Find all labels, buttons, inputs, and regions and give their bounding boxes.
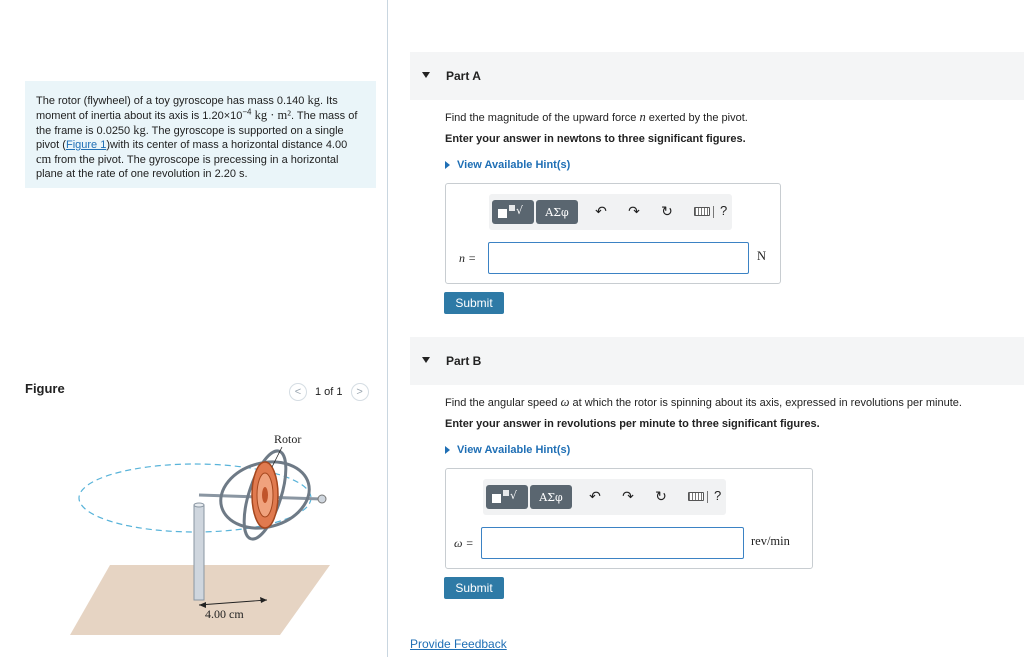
part-a-instruction: Enter your answer in newtons to three si… xyxy=(445,133,746,145)
unit-kg: kg xyxy=(133,123,146,137)
figure-title: Figure xyxy=(25,381,65,396)
prompt-text: Find the angular speed xyxy=(445,397,561,409)
omega-equals-label: ω = xyxy=(454,536,474,550)
variable-n: n xyxy=(639,110,646,124)
hint-label: View Available Hint(s) xyxy=(457,444,571,456)
part-a-prompt: Find the magnitude of the upward force n… xyxy=(445,110,748,125)
rotor-label: Rotor xyxy=(274,432,301,446)
prompt-text: exerted by the pivot. xyxy=(645,112,748,124)
unit-kg: kg xyxy=(307,93,320,107)
divider xyxy=(707,491,708,503)
provide-feedback-link[interactable]: Provide Feedback xyxy=(410,637,507,651)
problem-text: . The gyroscope is supported on a single… xyxy=(36,125,344,151)
redo-icon[interactable]: ↷ xyxy=(628,204,640,220)
distance-arrow xyxy=(198,599,268,606)
reset-icon[interactable]: ↻ xyxy=(661,204,673,220)
figure-pager: < 1 of 1 > xyxy=(289,383,369,401)
problem-text: . Its moment of inertia about its axis i… xyxy=(36,95,338,122)
unit-rev-per-min: rev/min xyxy=(751,534,790,548)
help-button[interactable]: ? xyxy=(714,488,722,503)
radical-icon: √ xyxy=(516,204,524,217)
problem-pane: The rotor (flywheel) of a toy gyroscope … xyxy=(0,0,388,657)
problem-statement: The rotor (flywheel) of a toy gyroscope … xyxy=(25,81,376,188)
templates-button[interactable]: √ xyxy=(486,485,528,509)
undo-icon[interactable]: ↶ xyxy=(595,204,607,220)
greek-symbols-button[interactable]: ΑΣφ xyxy=(536,200,578,224)
problem-text: . The mass of the frame is 0.0250 xyxy=(36,110,358,137)
prompt-text: Find the magnitude of the upward force xyxy=(445,112,640,124)
part-a-submit-button[interactable]: Submit xyxy=(444,292,504,314)
gyroscope-figure: Rotor 4.00 cm xyxy=(70,432,330,635)
divider xyxy=(713,206,714,218)
part-a-header[interactable]: Part A xyxy=(410,52,1024,100)
math-toolbar: √ ΑΣφ ↶ ↷ ↻ ? xyxy=(483,479,726,515)
reset-icon[interactable]: ↻ xyxy=(655,489,667,505)
part-b-instruction: Enter your answer in revolutions per min… xyxy=(445,418,820,430)
figure-link[interactable]: Figure 1 xyxy=(65,139,107,151)
part-b-header[interactable]: Part B xyxy=(410,337,1024,385)
math-toolbar: √ ΑΣφ ↶ ↷ ↻ ? xyxy=(489,194,732,230)
unit-kg-m2: kg · m² xyxy=(254,108,291,122)
variable-omega: ω xyxy=(560,395,570,409)
keyboard-icon[interactable] xyxy=(694,207,710,216)
expand-triangle-icon xyxy=(445,161,450,169)
keyboard-icon[interactable] xyxy=(688,492,704,501)
part-b-title: Part B xyxy=(446,354,482,368)
greek-symbols-button[interactable]: ΑΣφ xyxy=(530,485,572,509)
answer-pane: Part A Find the magnitude of the upward … xyxy=(389,0,1024,657)
problem-text: )with its center of mass a horizontal di… xyxy=(106,139,348,151)
problem-text: from the pivot. The gyroscope is precess… xyxy=(36,154,339,180)
part-a-answer-box: √ ΑΣφ ↶ ↷ ↻ ? n = N xyxy=(445,183,781,284)
part-a-hint-link[interactable]: View Available Hint(s) xyxy=(445,159,570,171)
templates-button[interactable]: √ xyxy=(492,200,534,224)
gyroscope-frame xyxy=(219,460,311,530)
pivot-post xyxy=(193,504,205,601)
n-answer-input[interactable] xyxy=(488,242,749,274)
collapse-caret-icon xyxy=(422,357,430,363)
unit-newtons: N xyxy=(757,249,767,263)
exponent: −4 xyxy=(242,107,252,117)
collapse-caret-icon xyxy=(422,72,430,78)
expand-triangle-icon xyxy=(445,446,450,454)
radical-icon: √ xyxy=(510,489,518,502)
redo-icon[interactable]: ↷ xyxy=(622,489,634,505)
part-b-hint-link[interactable]: View Available Hint(s) xyxy=(445,444,570,456)
part-b-answer-box: √ ΑΣφ ↶ ↷ ↻ ? ω = rev/min xyxy=(445,468,813,569)
next-figure-button[interactable]: > xyxy=(350,383,369,401)
omega-answer-input[interactable] xyxy=(481,527,744,559)
help-button[interactable]: ? xyxy=(720,203,728,218)
distance-label: 4.00 cm xyxy=(205,607,244,621)
unit-cm: cm xyxy=(36,152,52,166)
part-b-submit-button[interactable]: Submit xyxy=(444,577,504,599)
part-b-prompt: Find the angular speed ω at which the ro… xyxy=(445,395,962,410)
hint-label: View Available Hint(s) xyxy=(457,159,571,171)
problem-text: The rotor (flywheel) of a toy gyroscope … xyxy=(36,95,308,107)
pager-label: 1 of 1 xyxy=(315,386,343,398)
prev-figure-button[interactable]: < xyxy=(289,383,307,401)
n-equals-label: n = xyxy=(459,251,477,265)
undo-icon[interactable]: ↶ xyxy=(589,489,601,505)
part-a-title: Part A xyxy=(446,69,481,83)
prompt-text: at which the rotor is spinning about its… xyxy=(569,397,962,409)
